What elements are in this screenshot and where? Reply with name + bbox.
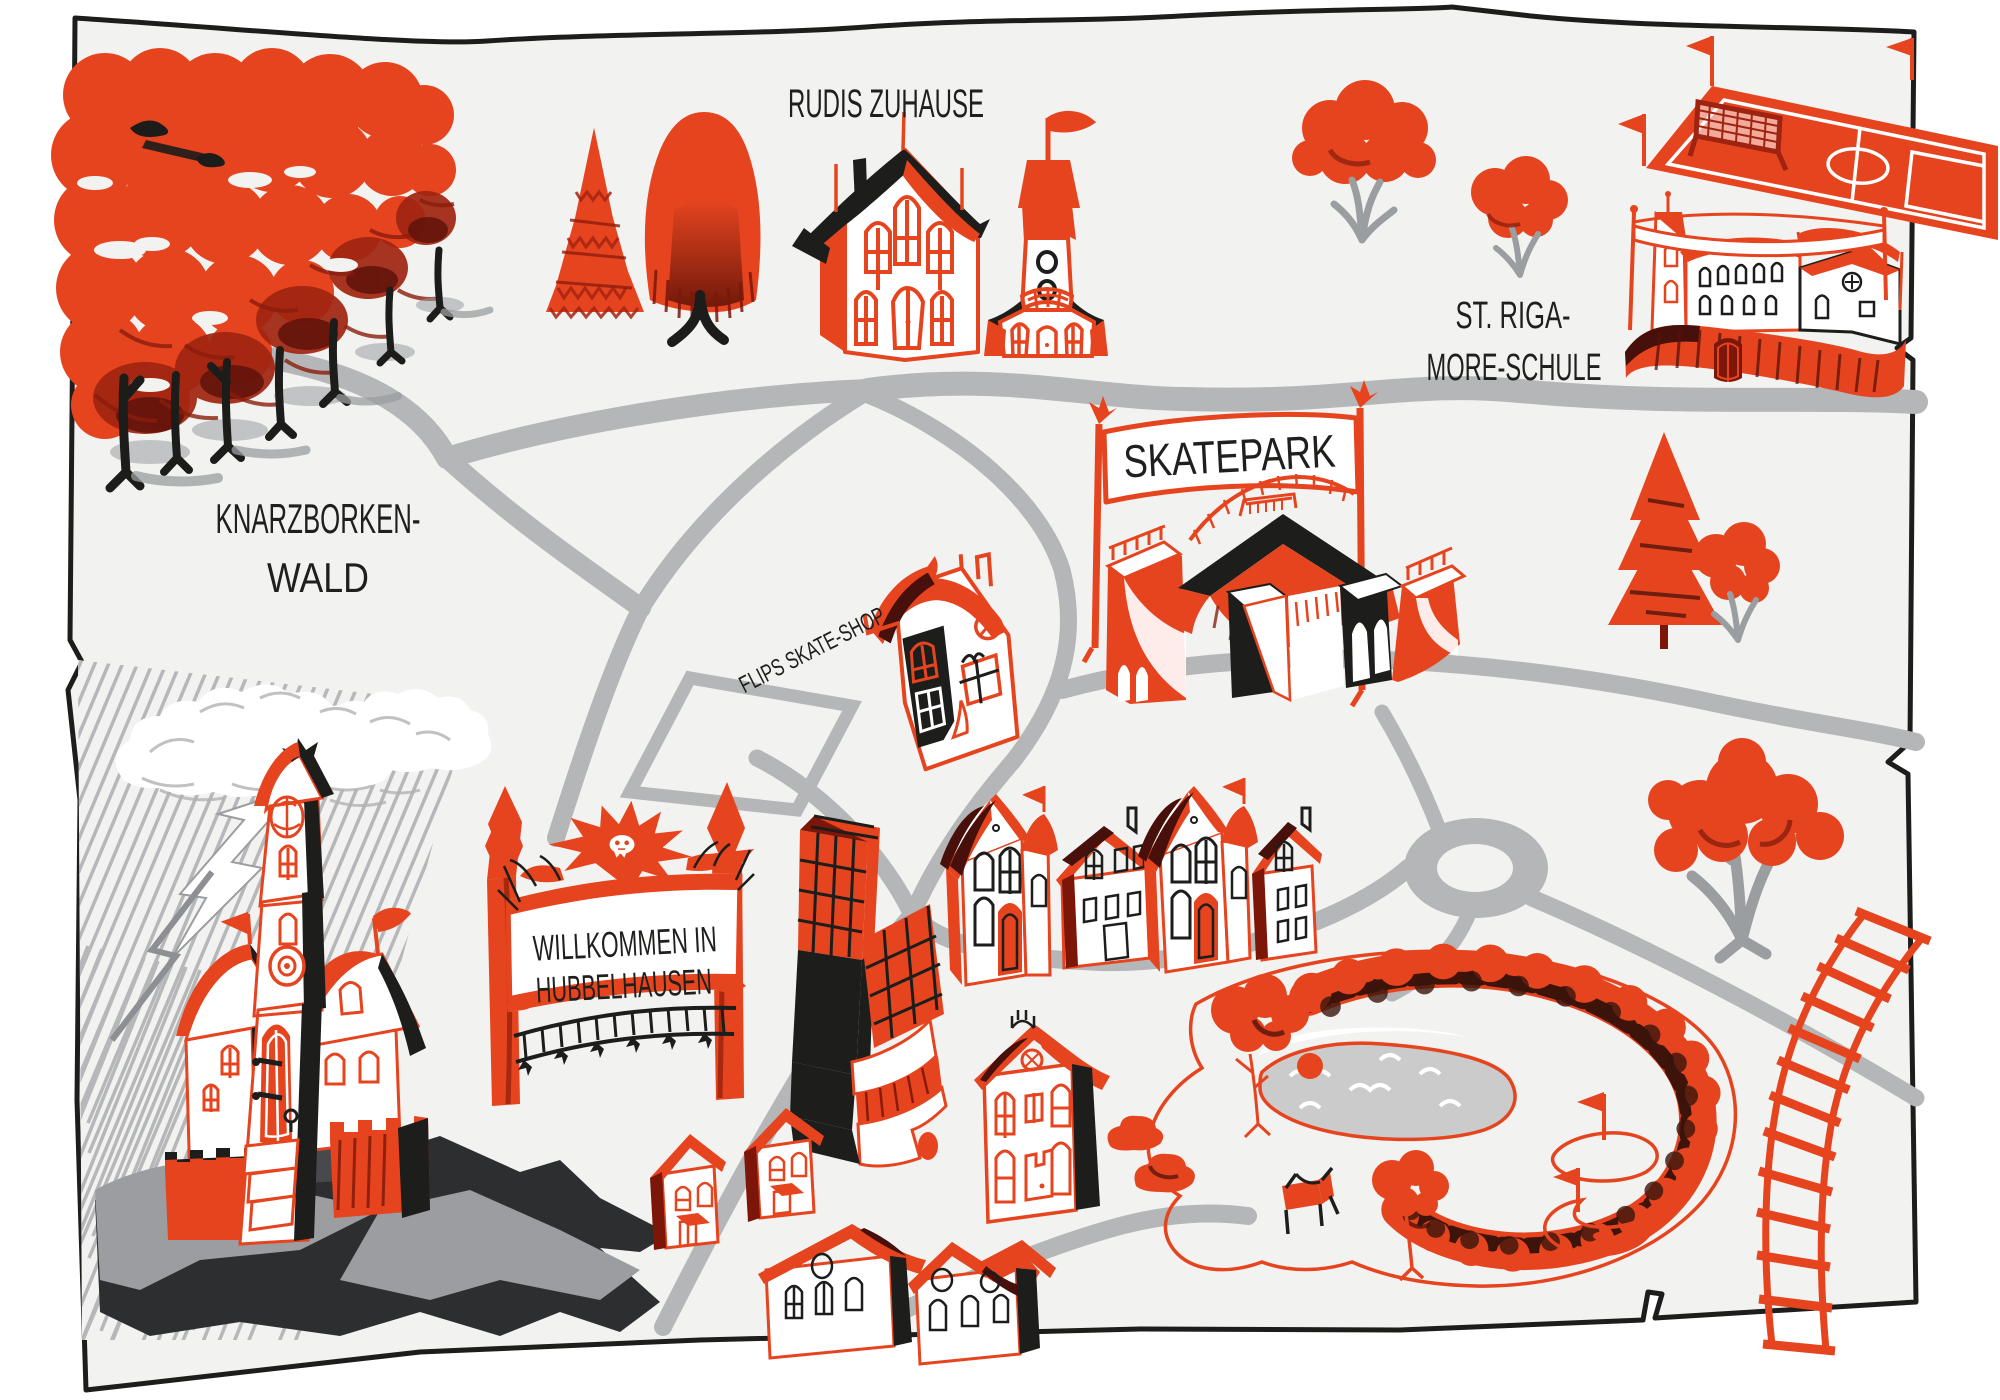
svg-text:ST. RIGA-: ST. RIGA-	[1456, 295, 1571, 337]
svg-text:RUDIS ZUHAUSE: RUDIS ZUHAUSE	[788, 82, 984, 126]
svg-text:KNARZBORKEN-: KNARZBORKEN-	[216, 495, 421, 542]
svg-text:MORE-SCHULE: MORE-SCHULE	[1427, 347, 1602, 389]
svg-text:WILLKOMMEN IN: WILLKOMMEN IN	[532, 918, 718, 969]
svg-text:HUBBELHAUSEN: HUBBELHAUSEN	[535, 960, 713, 1010]
svg-text:WALD: WALD	[267, 554, 369, 601]
